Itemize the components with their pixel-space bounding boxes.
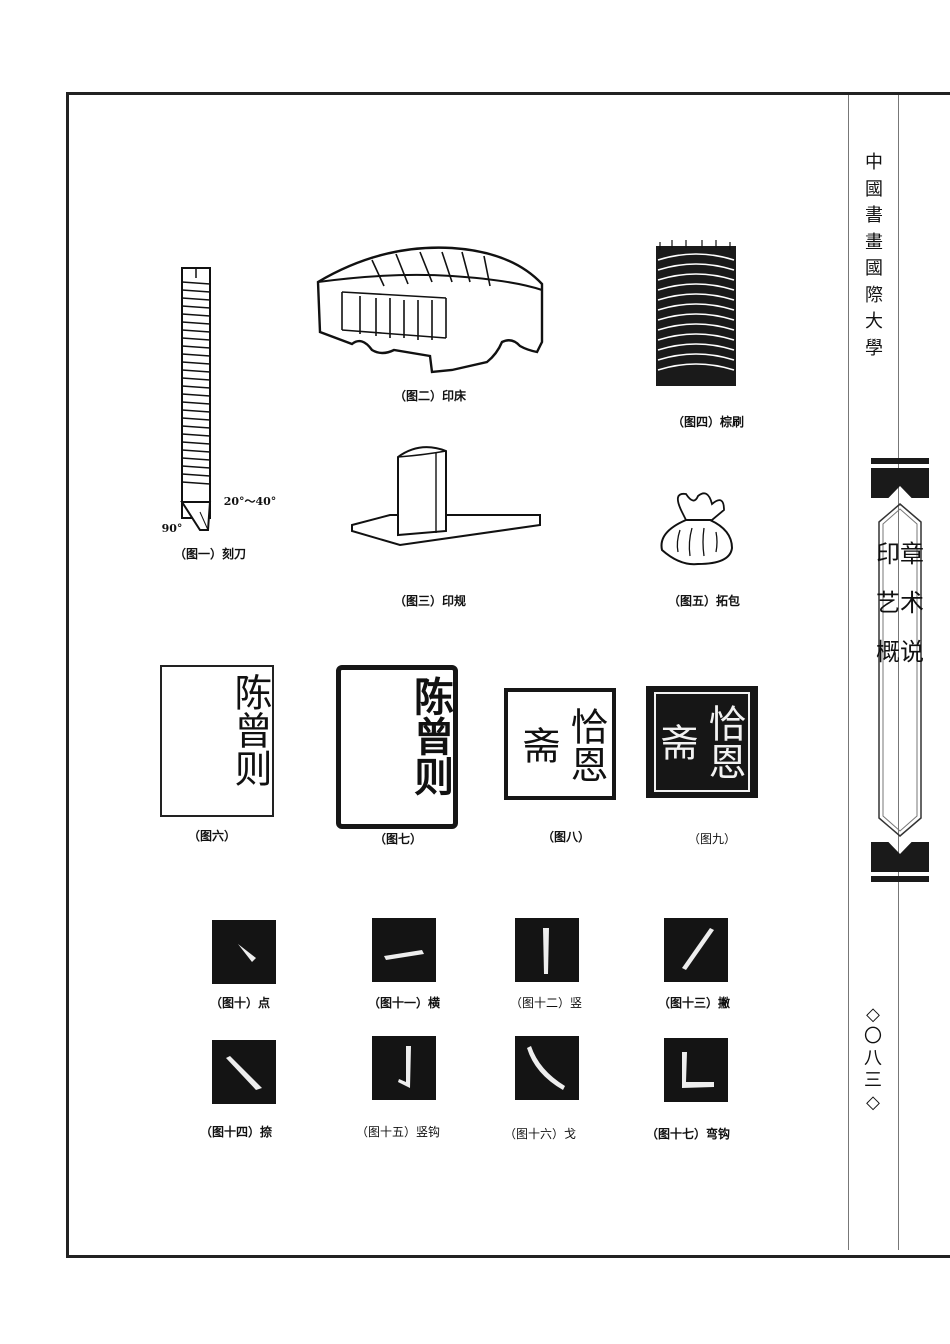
seal-fig9: 恰恩斋 (646, 686, 758, 798)
fig9-caption: （图九） (687, 832, 737, 846)
fig4-caption: （图四）棕刷 (671, 415, 745, 429)
seal-fig7: 陈曾则 (336, 665, 458, 829)
blade-angle-label: 20°～40° (223, 495, 277, 508)
margin-rule-left (848, 95, 849, 1250)
panel-top-bar (871, 458, 929, 464)
fig1-caption: （图一）刻刀 (173, 547, 247, 561)
section-title-frame (878, 503, 922, 837)
horizontal-stroke-mark (384, 950, 424, 960)
fig16-caption: （图十六）戈 (503, 1127, 577, 1141)
book-title: 中國書畫國際大學 (865, 152, 883, 359)
fig5-caption: （图五）拓包 (667, 594, 741, 608)
seal-bed-illustration (316, 246, 544, 374)
page-frame (66, 92, 950, 1258)
curved-hook-stroke-mark (682, 1052, 714, 1088)
dot-stroke-mark (238, 944, 256, 962)
stroke-left-falling-rubbing (664, 918, 728, 982)
tip-angle-label: 90° (161, 522, 183, 535)
section-title: 印章艺术概说 (876, 540, 924, 666)
panel-bottom-bar (871, 876, 929, 882)
seal-fig6: 陈曾则 (160, 665, 274, 817)
seal-ruler-illustration (351, 446, 541, 547)
stroke-right-falling-rubbing (212, 1040, 276, 1104)
fig17-caption: （图十七）弯钩 (645, 1127, 731, 1141)
seal-fig6-text: 陈曾则 (228, 673, 272, 787)
fig7-caption: （图七） (373, 832, 423, 846)
fig2-caption: （图二）印床 (393, 389, 467, 403)
stroke-vertical-rubbing (515, 918, 579, 982)
fig6-caption: （图六） (187, 829, 237, 843)
left-falling-stroke-mark (682, 928, 714, 970)
margin-rule-right (898, 95, 899, 1250)
carving-knife-illustration (180, 267, 212, 531)
stroke-curved-hook-rubbing (664, 1038, 728, 1102)
palm-brush-illustration (656, 240, 736, 386)
stroke-horizontal-rubbing (372, 918, 436, 982)
stroke-slant-hook-rubbing (515, 1036, 579, 1100)
fig12-caption: （图十二）竖 (509, 996, 583, 1010)
right-falling-stroke-mark (226, 1056, 262, 1090)
fig10-caption: （图十）点 (209, 996, 271, 1010)
fig11-caption: （图十一）横 (367, 996, 441, 1010)
fig14-caption: （图十四）捺 (199, 1125, 273, 1139)
page-number: ◇〇八三◇ (864, 1004, 882, 1113)
fig13-caption: （图十三）撇 (657, 996, 731, 1010)
seal-fig7-text: 陈曾则 (407, 676, 454, 796)
rubbing-pad-illustration (660, 492, 734, 566)
fig3-caption: （图三）印规 (393, 594, 467, 608)
seal-fig9-text: 恰恩斋 (654, 692, 750, 792)
fig8-caption: （图八） (541, 830, 591, 844)
stroke-dot-rubbing (212, 920, 276, 984)
vertical-stroke-mark (543, 928, 549, 974)
stroke-vertical-hook-rubbing (372, 1036, 436, 1100)
vertical-hook-stroke-mark (398, 1046, 411, 1088)
seal-fig8: 恰恩斋 (504, 688, 616, 800)
fig15-caption: （图十五）竖钩 (355, 1125, 441, 1139)
seal-fig8-text: 恰恩斋 (516, 707, 608, 783)
slant-hook-stroke-mark (527, 1046, 565, 1090)
